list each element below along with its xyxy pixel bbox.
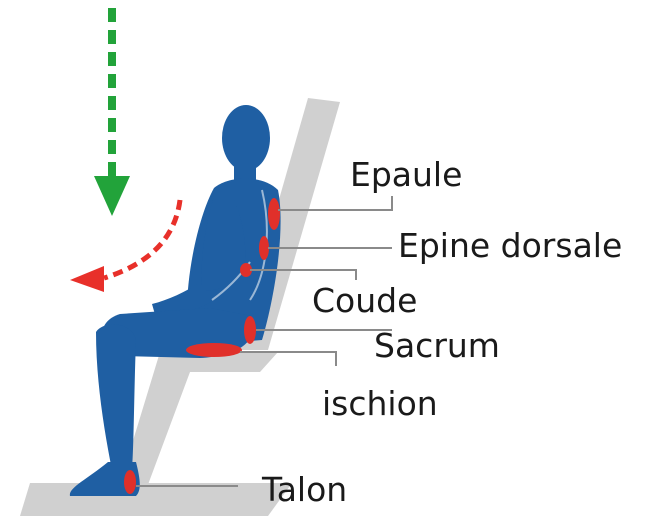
curved-arrow-icon	[70, 200, 180, 292]
pressure-talon	[124, 470, 136, 494]
label-coude: Coude	[312, 281, 417, 320]
label-ischion: ischion	[322, 384, 438, 423]
pressure-ischion	[186, 343, 242, 357]
label-sacrum: Sacrum	[374, 326, 500, 365]
seated-person	[70, 105, 281, 496]
chair-floor	[20, 483, 292, 516]
label-epaule: Epaule	[350, 155, 462, 194]
pressure-sacrum	[244, 316, 256, 344]
pressure-epaule	[268, 198, 280, 230]
label-epine-dorsale: Epine dorsale	[398, 226, 622, 265]
down-arrow-icon	[94, 8, 130, 216]
lower-leg	[96, 324, 136, 470]
pressure-epine-dorsale	[259, 236, 269, 260]
label-talon: Talon	[261, 470, 347, 509]
chair-seat	[118, 352, 278, 490]
